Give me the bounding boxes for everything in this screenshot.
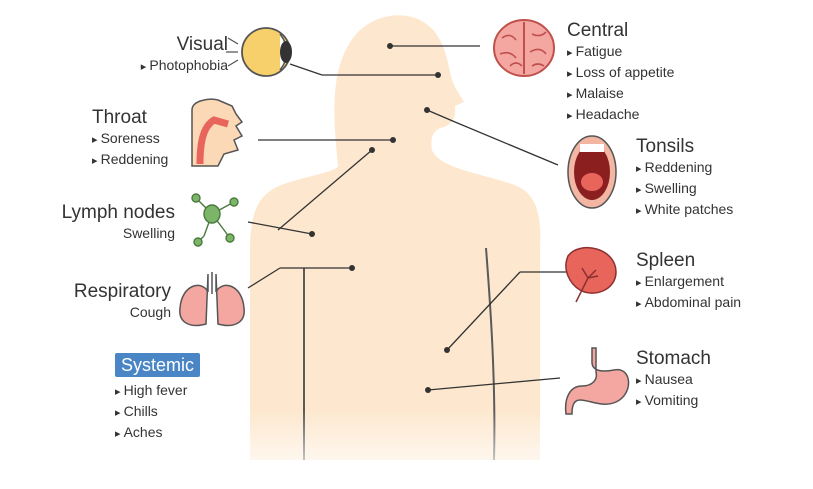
central-item: Fatigue xyxy=(567,42,674,63)
spleen-item: Enlargement xyxy=(636,272,741,293)
respiratory-sub: Cough xyxy=(129,304,171,320)
human-silhouette xyxy=(250,15,541,460)
throat-item: Soreness xyxy=(92,129,168,150)
throat-title: Throat xyxy=(92,107,147,128)
systemic-item: Chills xyxy=(115,402,200,423)
throat-icon xyxy=(191,98,244,167)
visual-item: Photophobia xyxy=(141,56,228,77)
dot-lymph-b xyxy=(309,231,315,237)
visual-title: Visual xyxy=(176,34,228,55)
throat-item: Reddening xyxy=(92,150,169,171)
dot-visual xyxy=(435,72,441,78)
central-group: Central Fatigue Loss of appetite Malaise… xyxy=(567,20,674,126)
dot-respiratory xyxy=(349,265,355,271)
leader-tonsils xyxy=(426,109,456,123)
central-item: Headache xyxy=(567,105,674,126)
dot-tonsils xyxy=(424,107,430,113)
lymph-title: Lymph nodes xyxy=(61,202,175,223)
respiratory-title: Respiratory xyxy=(73,281,171,302)
dot-lymph xyxy=(369,147,375,153)
spleen-title: Spleen xyxy=(636,250,696,271)
systemic-title: Systemic xyxy=(115,353,201,377)
central-item: Loss of appetite xyxy=(567,63,675,84)
tonsils-item: Swelling xyxy=(636,179,733,200)
spleen-group: Spleen Enlargement Abdominal pain xyxy=(636,250,741,314)
lymph-group: Lymph nodes Swelling xyxy=(62,202,175,243)
spleen-icon xyxy=(565,246,617,303)
throat-group: Throat Soreness Reddening xyxy=(92,107,168,171)
mouth-icon xyxy=(567,135,617,209)
brain-icon xyxy=(493,19,555,77)
dot-throat xyxy=(390,137,396,143)
tonsils-item: Reddening xyxy=(636,158,733,179)
tonsils-group: Tonsils Reddening Swelling White patches xyxy=(636,136,733,221)
systemic-item: Aches xyxy=(115,423,200,444)
bottom-fade xyxy=(240,410,560,489)
spleen-item: Abdominal pain xyxy=(636,293,742,314)
visual-group: Visual Photophobia xyxy=(141,34,228,77)
dot-central xyxy=(387,43,393,49)
stomach-icon xyxy=(564,347,630,415)
leader-stomach xyxy=(427,377,561,391)
leader-tonsils-b xyxy=(454,121,559,166)
tonsils-title: Tonsils xyxy=(636,136,695,157)
leader-spleen xyxy=(446,271,521,351)
leader-lymph-b xyxy=(247,221,313,235)
stomach-title: Stomach xyxy=(636,348,711,369)
lymph-nodes-icon xyxy=(191,193,239,247)
leader-respiratory xyxy=(247,267,281,289)
dot-stomach xyxy=(425,387,431,393)
stomach-group: Stomach Nausea Vomiting xyxy=(636,348,711,412)
tonsils-item: White patches xyxy=(636,200,734,221)
lungs-icon xyxy=(179,272,245,327)
respiratory-group: Respiratory Cough xyxy=(74,281,171,322)
central-title: Central xyxy=(567,20,629,41)
eye-icon xyxy=(226,27,292,77)
leader-visual xyxy=(289,63,323,76)
dot-spleen xyxy=(444,347,450,353)
lymph-sub: Swelling xyxy=(122,225,175,241)
leader-lymph xyxy=(277,149,373,231)
stomach-item: Vomiting xyxy=(636,391,711,412)
central-item: Malaise xyxy=(567,84,674,105)
systemic-item: High fever xyxy=(115,381,200,402)
stomach-item: Nausea xyxy=(636,370,711,391)
systemic-group: Systemic High fever Chills Aches xyxy=(115,353,201,444)
